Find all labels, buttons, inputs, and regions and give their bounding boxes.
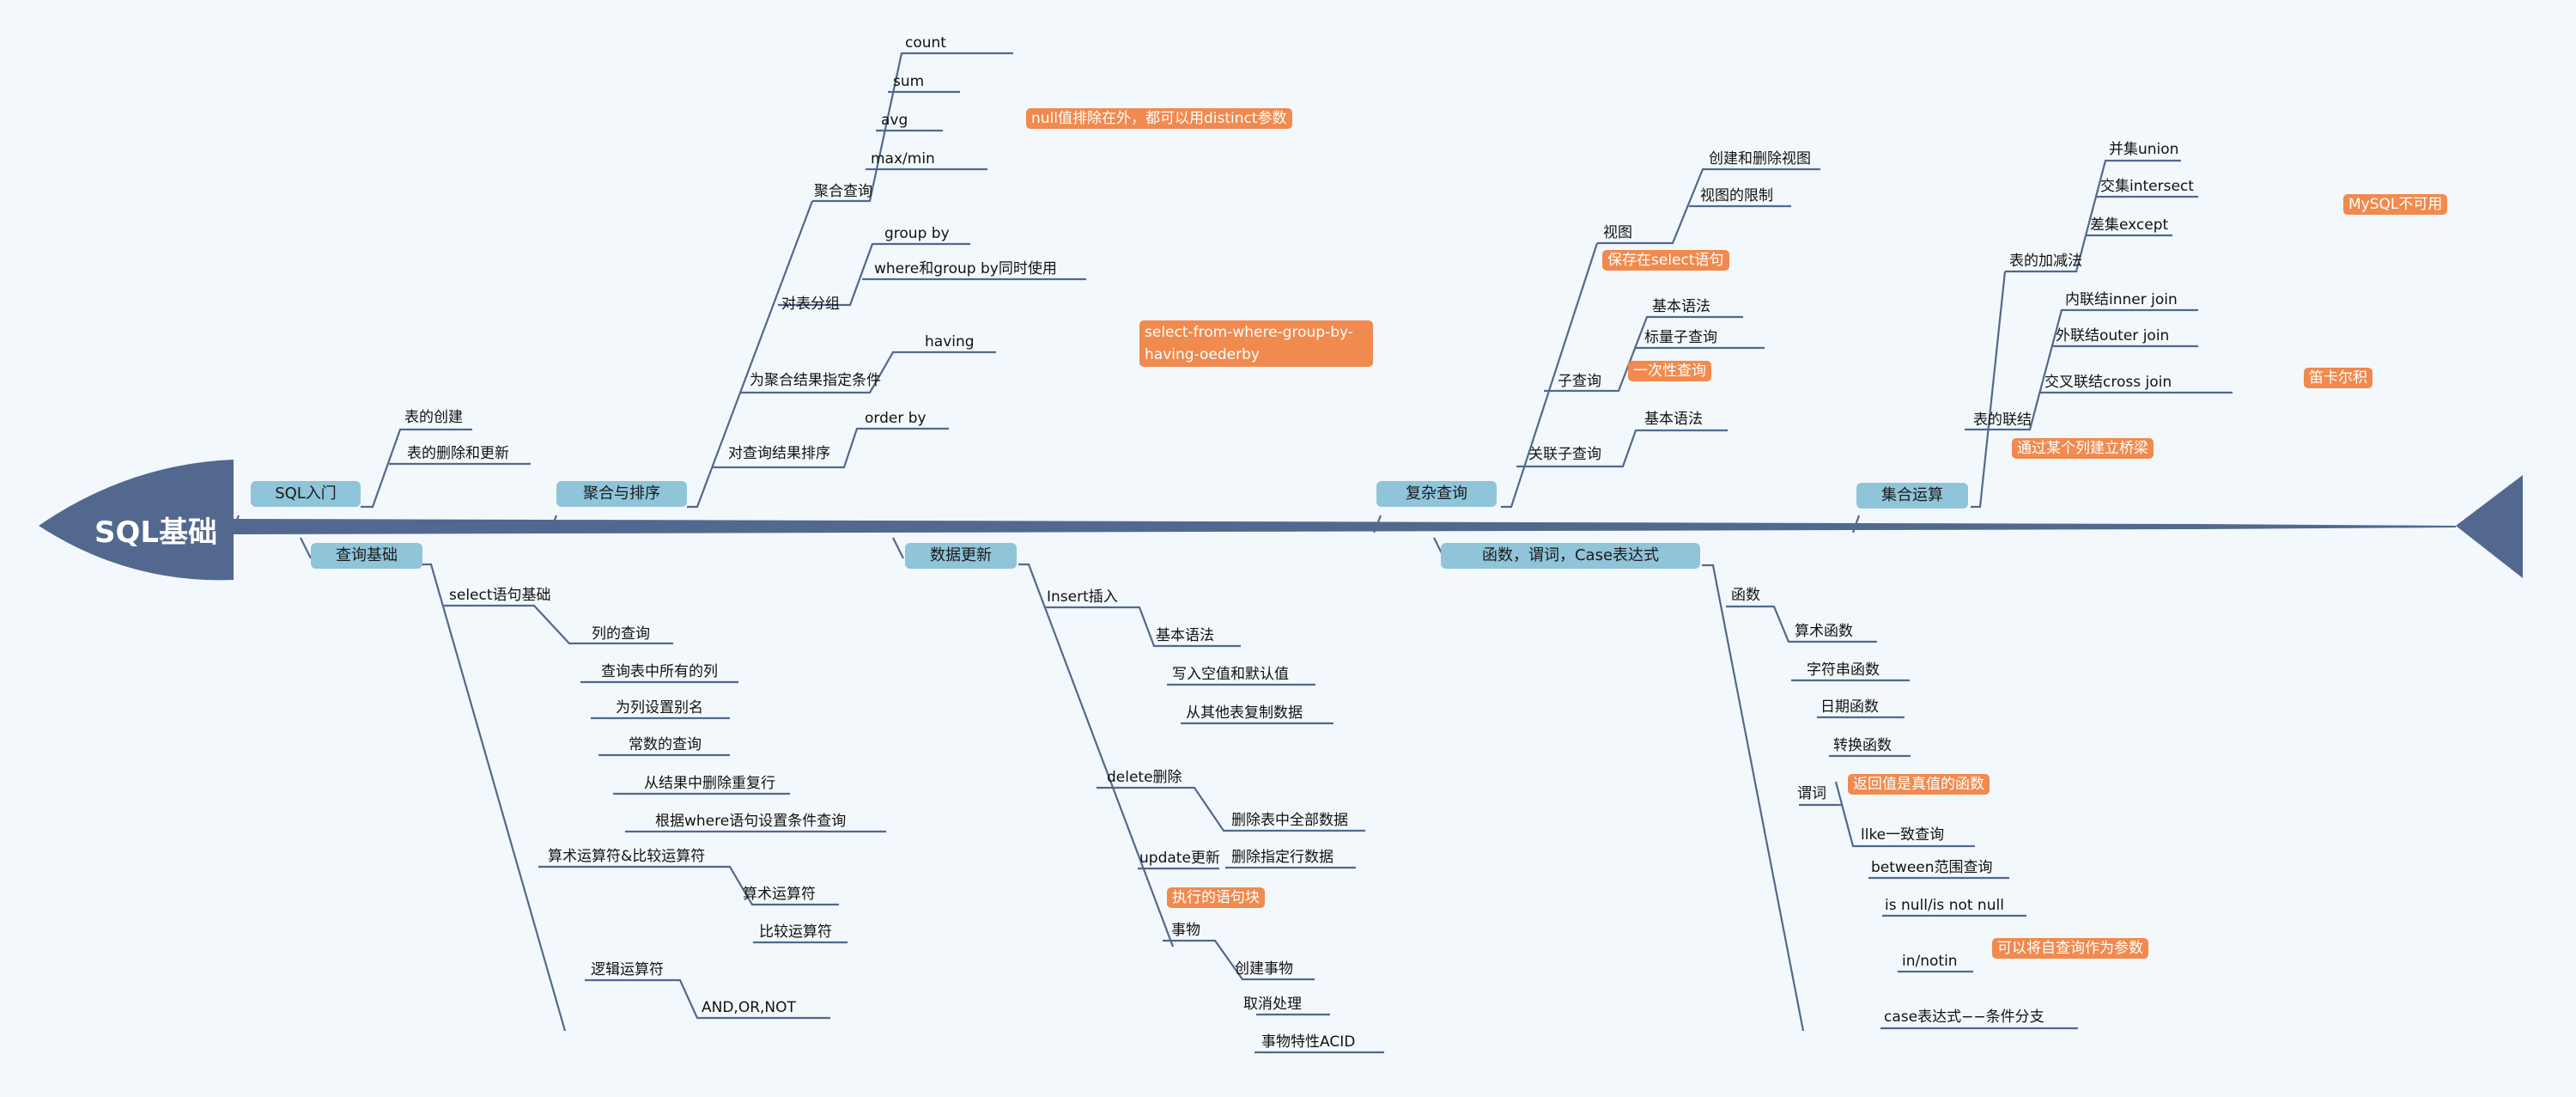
subtopic[interactable]: 日期函数	[1820, 698, 1879, 716]
subtopic[interactable]: 谓词	[1797, 785, 1826, 802]
subtopic[interactable]: 基本语法	[1652, 298, 1710, 315]
subtopic[interactable]: order by	[865, 410, 927, 427]
subtopic[interactable]: select语句基础	[449, 587, 551, 604]
subtopic[interactable]: 字符串函数	[1807, 661, 1880, 679]
note-callout: select-from-where-group-by-having-oederb…	[1139, 320, 1373, 367]
subtopic[interactable]: having	[925, 333, 975, 350]
subtopic[interactable]: sum	[893, 73, 925, 90]
subtopic[interactable]: is null/is not null	[1885, 897, 2004, 914]
subtopic[interactable]: 关联子查询	[1528, 446, 1601, 463]
subtopic[interactable]: avg	[881, 112, 908, 129]
topic-aggregation-sorting[interactable]: 聚合与排序	[556, 481, 687, 507]
note-callout: 可以将自查询作为参数	[1992, 938, 2148, 959]
subtopic[interactable]: case表达式−−条件分支	[1884, 1009, 2044, 1026]
subtopic[interactable]: 子查询	[1558, 373, 1601, 390]
subtopic[interactable]: delete删除	[1107, 769, 1182, 786]
topic-data-update[interactable]: 数据更新	[905, 543, 1017, 569]
subtopic[interactable]: AND,OR,NOT	[702, 999, 796, 1016]
subtopic[interactable]: 转换函数	[1833, 737, 1892, 754]
subtopic[interactable]: 写入空值和默认值	[1172, 666, 1289, 683]
subtopic[interactable]: 比较运算符	[759, 923, 832, 941]
subtopic[interactable]: between范围查询	[1871, 859, 1993, 876]
note-callout: 一次性查询	[1628, 361, 1711, 381]
spine	[234, 519, 2456, 534]
subtopic[interactable]: where和group by同时使用	[874, 260, 1057, 277]
subtopic[interactable]: 标量子查询	[1644, 329, 1717, 346]
subtopic[interactable]: 表的创建	[404, 409, 463, 426]
note-callout: null值排除在外，都可以用distinct参数	[1026, 108, 1292, 129]
subtopic[interactable]: 并集union	[2109, 141, 2179, 158]
subtopic[interactable]: 视图的限制	[1700, 187, 1773, 204]
subtopic[interactable]: 交叉联结cross join	[2044, 374, 2172, 391]
subtopic[interactable]: 列的查询	[592, 625, 650, 643]
subtopic[interactable]: 表的加减法	[2009, 253, 2082, 270]
fish-head	[39, 460, 234, 581]
topic-complex-query[interactable]: 复杂查询	[1376, 481, 1497, 507]
subtopic[interactable]: 算术运算符&比较运算符	[548, 848, 706, 865]
note-callout: 笛卡尔积	[2304, 368, 2372, 388]
subtopic[interactable]: 为列设置别名	[616, 699, 703, 716]
subtopic[interactable]: 删除指定行数据	[1231, 849, 1334, 866]
subtopic[interactable]: group by	[884, 225, 950, 242]
subtopic[interactable]: 外联结outer join	[2056, 327, 2170, 344]
note-callout: 返回值是真值的函数	[1848, 774, 1990, 795]
subtopic[interactable]: 函数	[1731, 587, 1760, 604]
subtopic[interactable]: 逻辑运算符	[591, 961, 664, 978]
topic-set-operations[interactable]: 集合运算	[1856, 483, 1968, 509]
subtopic[interactable]: 基本语法	[1644, 411, 1703, 428]
subtopic[interactable]: 取消处理	[1243, 996, 1302, 1013]
subtopic[interactable]: Insert插入	[1047, 588, 1118, 606]
subtopic[interactable]: 内联结inner join	[2065, 291, 2178, 308]
topic-query-basics[interactable]: 查询基础	[311, 543, 422, 569]
subtopic[interactable]: 对查询结果排序	[728, 445, 830, 462]
topic-sql-intro[interactable]: SQL入门	[251, 481, 361, 507]
subtopic[interactable]: 删除表中全部数据	[1231, 812, 1348, 829]
root-topic[interactable]: SQL基础	[94, 515, 218, 550]
note-callout: 通过某个列建立桥梁	[2012, 438, 2154, 459]
subtopic[interactable]: 聚合查询	[814, 183, 872, 200]
subtopic[interactable]: 交集intersect	[2100, 178, 2194, 195]
subtopic[interactable]: count	[905, 34, 946, 52]
subtopic[interactable]: llke一致查询	[1861, 826, 1945, 844]
subtopic[interactable]: 事物	[1171, 922, 1200, 939]
note-callout: 执行的语句块	[1167, 887, 1265, 908]
subtopic[interactable]: 创建事物	[1235, 960, 1293, 978]
subtopic[interactable]: 查询表中所有的列	[601, 663, 718, 680]
note-callout: MySQL不可用	[2343, 194, 2448, 215]
topic-functions-predicates-case[interactable]: 函数，谓词，Case表达式	[1441, 543, 1700, 569]
subtopic[interactable]: 算术函数	[1795, 623, 1853, 640]
subtopic[interactable]: in/notin	[1902, 953, 1958, 970]
subtopic[interactable]: 差集except	[2090, 216, 2169, 234]
subtopic[interactable]: 表的联结	[1973, 411, 2032, 429]
subtopic[interactable]: 对表分组	[781, 296, 840, 313]
subtopic[interactable]: 为聚合结果指定条件	[750, 372, 881, 389]
subtopic[interactable]: 算术运算符	[743, 886, 816, 903]
subtopic[interactable]: 创建和删除视图	[1709, 150, 1811, 168]
subtopic[interactable]: max/min	[871, 150, 935, 168]
subtopic[interactable]: 视图	[1603, 224, 1632, 241]
subtopic[interactable]: 从其他表复制数据	[1186, 704, 1303, 722]
subtopic[interactable]: 常数的查询	[629, 736, 702, 753]
note-callout: 保存在select语句	[1602, 250, 1729, 271]
subtopic[interactable]: 事物特性ACID	[1261, 1033, 1356, 1051]
subtopic[interactable]: 根据where语句设置条件查询	[655, 813, 847, 830]
subtopic[interactable]: 基本语法	[1156, 627, 1214, 644]
subtopic[interactable]: update更新	[1139, 850, 1220, 867]
fish-tail	[2456, 475, 2523, 578]
subtopic[interactable]: 从结果中删除重复行	[644, 775, 775, 792]
subtopic[interactable]: 表的删除和更新	[407, 445, 509, 462]
